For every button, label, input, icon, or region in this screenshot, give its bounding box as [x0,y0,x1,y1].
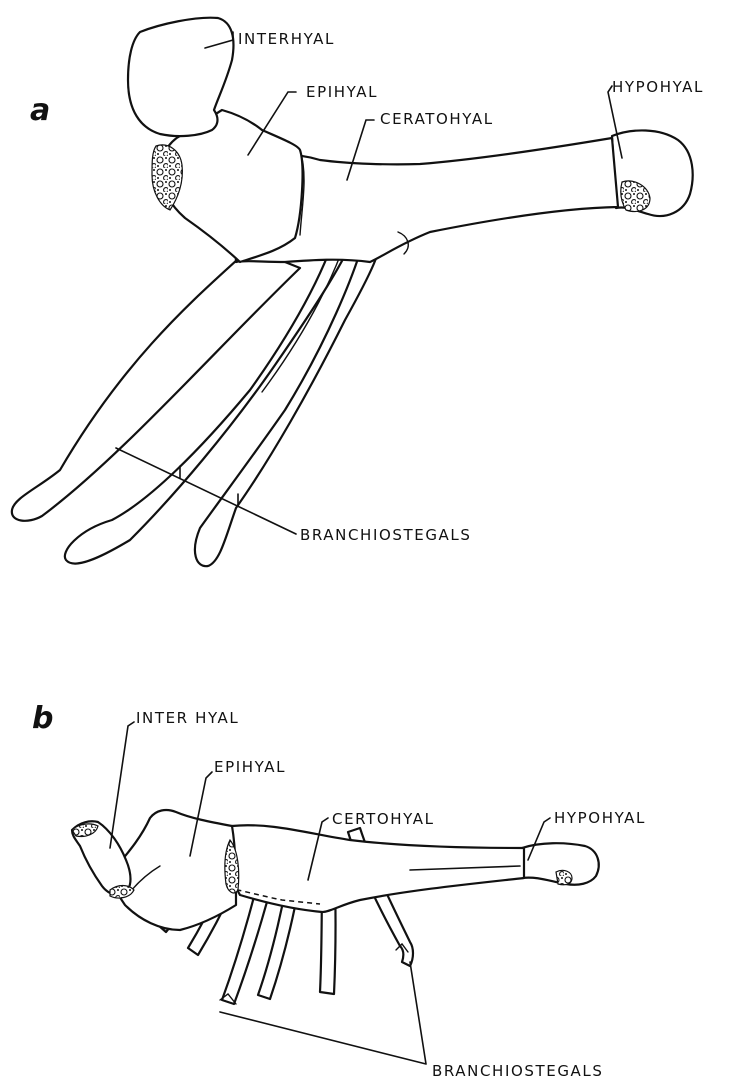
panel-b-label-epihyal: EPIHYAL [214,758,286,776]
panel-a-label-interhyal: INTERHYAL [238,30,335,48]
panel-a-label-hypohyal: HYPOHYAL [612,78,704,96]
panel-a-interhyal [128,18,233,136]
panel-b-label-hypohyal: HYPOHYAL [554,809,646,827]
panel-a-letter: a [30,93,50,128]
panel-b-label-certohyal: CERTOHYAL [332,810,435,828]
panel-b: b INTER HYAL EPIHYAL CERTO [32,701,646,1080]
panel-a-label-epihyal: EPIHYAL [306,83,378,101]
panel-a-label-branchiostegals: BRANCHIOSTEGALS [300,526,472,544]
panel-a: a INTERHYAL EPIHYAL CERATOHYAL HYPOHYAL … [12,18,704,566]
panel-b-hypohyal-cartilage [556,870,572,884]
panel-a-label-ceratohyal: CERATOHYAL [380,110,494,128]
panel-b-interhyal-leader [110,722,134,848]
panel-b-label-interhyal: INTER HYAL [136,709,239,727]
panel-b-label-branchiostegals: BRANCHIOSTEGALS [432,1062,604,1080]
panel-b-letter: b [32,701,53,736]
